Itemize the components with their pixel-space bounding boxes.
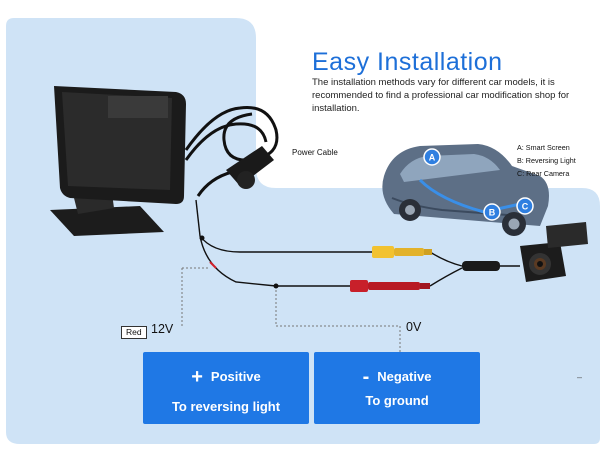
marker-a-label: A [429, 153, 436, 163]
negative-box: -Negative To ground [314, 352, 480, 424]
rear-camera-icon [520, 222, 588, 282]
positive-title: Positive [210, 369, 261, 384]
inline-connector [462, 261, 500, 271]
marker-b-label: B [489, 208, 496, 218]
plug-head [237, 171, 255, 189]
red-wire-splice [209, 261, 217, 269]
edge-mark: – [577, 372, 583, 382]
negative-title: Negative [377, 369, 432, 384]
yellow-rca-connector [372, 246, 432, 258]
power-cable-icon [184, 105, 279, 197]
voltage-positive-label: 12V [151, 322, 174, 336]
plus-icon: + [191, 366, 203, 388]
legend-item-smart-screen: A: Smart Screen [517, 143, 570, 152]
positive-heading: + Positive [143, 366, 309, 389]
red-rca-connector [350, 280, 430, 292]
legend-item-reversing-light: B: Reversing Light [517, 155, 576, 165]
car-marker-a [423, 148, 441, 166]
marker-c-label: C [522, 202, 529, 212]
legend-item-rear-camera: C: Rear Camera [517, 168, 570, 178]
car-marker-b [483, 203, 501, 221]
minus-icon: - [362, 366, 370, 388]
component-legend: A: Smart Screen B: Reversing Light C: Re… [517, 142, 576, 180]
negative-subtitle: To ground [365, 393, 429, 408]
red-wire-tag: Red [121, 326, 147, 339]
car-marker-c [516, 197, 534, 215]
negative-heading: -Negative [314, 366, 480, 389]
smart-screen-icon [54, 86, 186, 204]
positive-subtitle: To reversing light [171, 399, 281, 414]
positive-box: + Positive To reversing light [143, 352, 309, 424]
installation-description: The installation methods vary for differ… [312, 77, 570, 114]
power-cable-label: Power Cable [292, 148, 338, 157]
voltage-negative-label: 0V [406, 320, 422, 334]
leader-lines [181, 267, 401, 352]
page-title: Easy Installation [312, 48, 503, 76]
